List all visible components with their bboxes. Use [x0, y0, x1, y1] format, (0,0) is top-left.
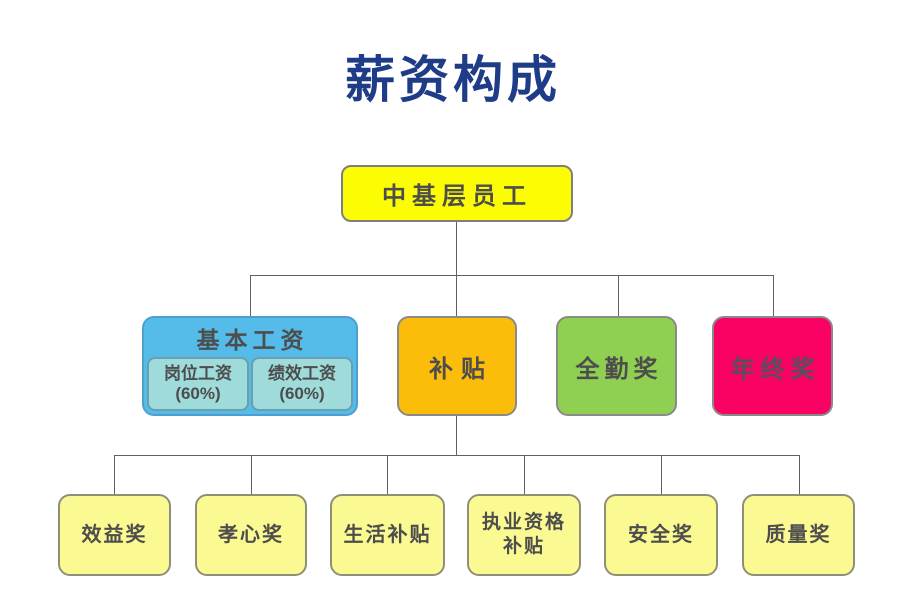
node-filial-piety-award[interactable]: 孝心奖 — [195, 494, 307, 576]
node-safety-award[interactable]: 安全奖 — [604, 494, 718, 576]
basic-salary-sub-row: 岗位工资 (60%) 绩效工资 (60%) — [147, 357, 353, 411]
node-year-end-award[interactable]: 年终奖 — [712, 316, 833, 416]
node-basic-salary[interactable]: 基本工资 岗位工资 (60%) 绩效工资 (60%) — [142, 316, 358, 416]
node-performance-salary[interactable]: 绩效工资 (60%) — [251, 357, 353, 411]
node-label: 基本工资 — [196, 327, 309, 353]
node-full-attendance-award[interactable]: 全勤奖 — [556, 316, 677, 416]
connector-drop-safety-award — [661, 455, 662, 494]
node-living-subsidy[interactable]: 生活补贴 — [330, 494, 445, 576]
node-label: 全勤奖 — [575, 355, 663, 383]
connector-subsidy-stem — [456, 416, 457, 455]
node-post-salary[interactable]: 岗位工资 (60%) — [147, 357, 249, 411]
connector-drop-qualification-subsidy — [524, 455, 525, 494]
connector-drop-subsidy — [456, 275, 457, 317]
connector-drop-quality-award — [799, 455, 800, 494]
node-label: 补贴 — [429, 355, 493, 383]
connector-drop-living-subsidy — [387, 455, 388, 494]
page-title: 薪资构成 — [345, 52, 561, 108]
connector-drop-filial-award — [251, 455, 252, 494]
node-mid-base-level-staff[interactable]: 中基层员工 — [341, 165, 573, 222]
connector-level3-rail — [114, 455, 800, 456]
connector-root-stem — [456, 222, 457, 275]
node-benefit-award[interactable]: 效益奖 — [58, 494, 171, 576]
node-label: 中基层员工 — [382, 183, 532, 210]
node-professional-qualification-subsidy[interactable]: 执业资格 补贴 — [467, 494, 581, 576]
connector-drop-year-end — [773, 275, 774, 317]
node-label: 年终奖 — [730, 355, 821, 383]
node-quality-award[interactable]: 质量奖 — [742, 494, 855, 576]
connector-drop-attendance — [618, 275, 619, 317]
connector-drop-benefit-award — [114, 455, 115, 494]
connector-level2-rail — [250, 275, 774, 276]
node-subsidy[interactable]: 补贴 — [397, 316, 517, 416]
connector-drop-basic-salary — [250, 275, 251, 317]
